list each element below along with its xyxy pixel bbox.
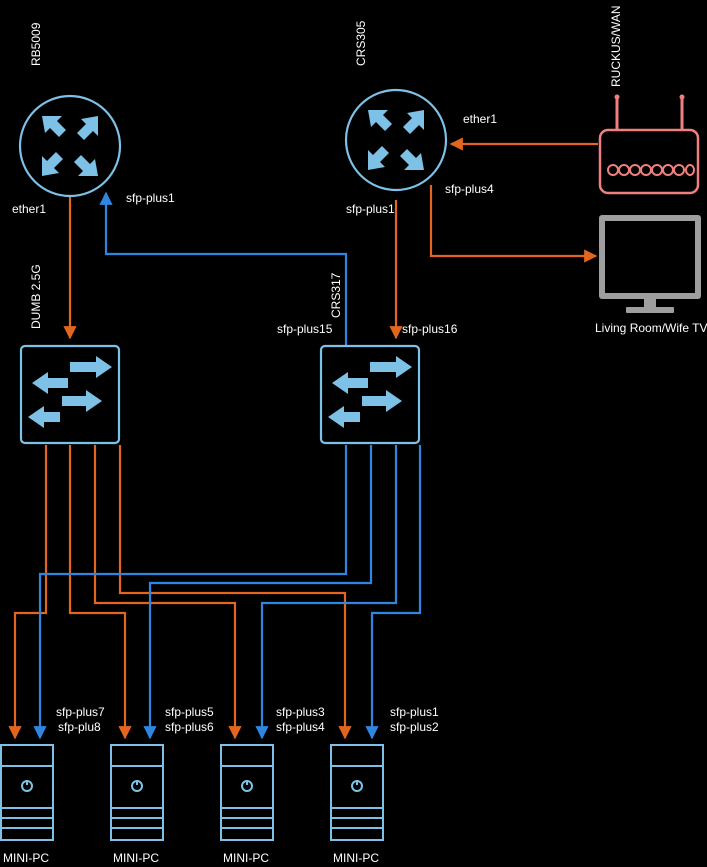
- server-icon: [0, 744, 54, 841]
- port-label: sfp-plus16: [402, 322, 458, 336]
- links: [8, 137, 598, 740]
- link-dumb-minipc-1: [8, 445, 48, 740]
- minipc-label: MINI-PC: [333, 851, 379, 865]
- link-crs317-rb5009: [99, 191, 348, 345]
- router-icon: [42, 116, 98, 176]
- dumb-label: DUMB 2.5G: [29, 264, 43, 329]
- minipc-4[interactable]: [330, 744, 384, 841]
- link-crs317-minipc-4: [365, 445, 422, 740]
- minipc-3[interactable]: [220, 744, 274, 841]
- port-label: sfp-plus1: [126, 191, 175, 205]
- minipc-port-a: sfp-plus3: [276, 705, 325, 719]
- tv-label: Living Room/Wife TV: [595, 321, 707, 335]
- minipc-label: MINI-PC: [3, 851, 49, 865]
- monitor-tv[interactable]: [599, 215, 701, 313]
- minipc-port-b: sfp-plus2: [390, 720, 439, 734]
- minipc-label: MINI-PC: [113, 851, 159, 865]
- wireless-router-ruckus[interactable]: [598, 94, 700, 195]
- server-icon: [110, 744, 164, 841]
- minipc-port-a: sfp-plus7: [56, 705, 105, 719]
- switch-icon: [328, 356, 412, 428]
- link-crs305-tv: [429, 185, 598, 263]
- link-dumb-minipc-2: [68, 445, 132, 740]
- link-crs317-minipc-1: [33, 445, 348, 740]
- minipc-port-a: sfp-plus1: [390, 705, 439, 719]
- port-label: sfp-plus15: [277, 322, 333, 336]
- server-icon: [220, 744, 274, 841]
- router-icon: [368, 110, 424, 170]
- port-label: ether1: [12, 202, 46, 216]
- switch-dumb[interactable]: [19, 344, 121, 445]
- link-dumb-minipc-3: [93, 445, 242, 740]
- minipc-1[interactable]: [0, 744, 54, 841]
- router-rb5009[interactable]: [18, 94, 122, 198]
- router-crs305[interactable]: [344, 88, 448, 192]
- minipc-port-b: sfp-plu8: [58, 720, 101, 734]
- switch-icon: [28, 356, 112, 428]
- minipc-port-b: sfp-plus4: [276, 720, 325, 734]
- link-crs317-minipc-3: [255, 445, 398, 740]
- port-label: ether1: [463, 112, 497, 126]
- ruckus-label: RUCKUS/WAN: [609, 5, 623, 87]
- switch-crs317[interactable]: [319, 344, 421, 445]
- minipc-port-a: sfp-plus5: [165, 705, 214, 719]
- port-label: sfp-plus4: [445, 182, 494, 196]
- server-icon: [330, 744, 384, 841]
- link-crs317-minipc-2: [143, 445, 373, 740]
- rb5009-label: RB5009: [29, 22, 43, 66]
- minipc-port-b: sfp-plus6: [165, 720, 214, 734]
- minipc-2[interactable]: [110, 744, 164, 841]
- crs305-label: CRS305: [354, 20, 368, 66]
- link-dumb-minipc-4: [118, 445, 352, 740]
- minipc-label: MINI-PC: [223, 851, 269, 865]
- wireless-router-icon: [598, 94, 700, 195]
- monitor-icon: [599, 215, 701, 313]
- crs317-label: CRS317: [329, 272, 343, 318]
- port-label: sfp-plus1: [346, 202, 395, 216]
